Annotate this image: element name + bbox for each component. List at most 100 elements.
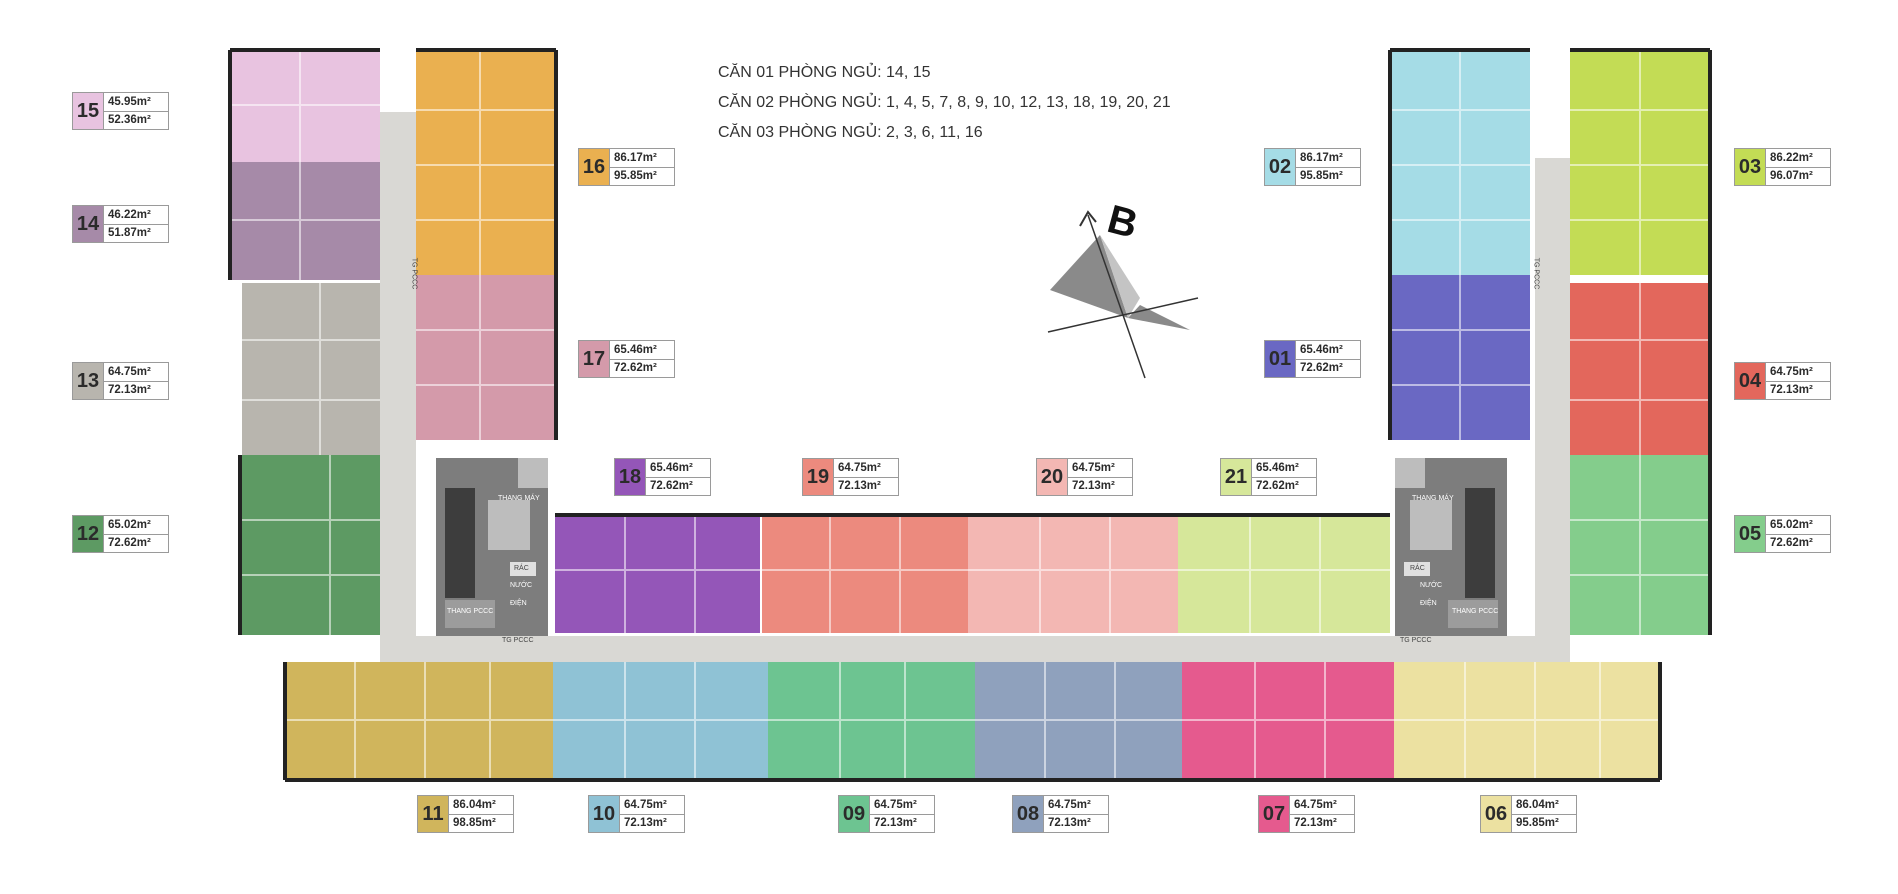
unit-number: 08	[1012, 795, 1044, 833]
unit-area-1: 86.04m²	[1516, 798, 1559, 811]
core-right-water-label: NƯỚC	[1420, 582, 1443, 589]
unit-number: 07	[1258, 795, 1290, 833]
core-right	[1395, 458, 1507, 636]
unit-area-1: 64.75m²	[1048, 798, 1091, 811]
unit-number: 02	[1264, 148, 1296, 186]
unit-area-1: 64.75m²	[108, 365, 151, 378]
unit-number: 13	[72, 362, 104, 400]
unit-label[interactable]: 04 64.75m² 72.13m²	[1734, 362, 1831, 400]
unit-21-block	[1178, 515, 1390, 633]
unit-area-1: 64.75m²	[1770, 365, 1813, 378]
unit-label[interactable]: 18 65.46m² 72.62m²	[614, 458, 711, 496]
corridors	[380, 112, 1570, 662]
unit-19-block	[762, 515, 968, 633]
unit-label[interactable]: 03 86.22m² 96.07m²	[1734, 148, 1831, 186]
interior-walls	[230, 50, 1710, 780]
unit-area-1: 46.22m²	[108, 208, 151, 221]
unit-area-2: 95.85m²	[610, 166, 674, 186]
unit-label[interactable]: 13 64.75m² 72.13m²	[72, 362, 169, 400]
core-right-elevator-label: THANG MÁY	[1412, 495, 1454, 502]
core-left-water-label: NƯỚC	[510, 582, 533, 589]
unit-label[interactable]: 01 65.46m² 72.62m²	[1264, 340, 1361, 378]
unit-area-2: 72.62m²	[104, 533, 168, 553]
unit-area-2: 52.36m²	[104, 110, 168, 130]
unit-area-1: 64.75m²	[1072, 461, 1115, 474]
legend-line-3: CĂN 03 PHÒNG NGỦ: 2, 3, 6, 11, 16	[718, 124, 983, 141]
core-left-side-label: TG PCCC	[410, 257, 418, 290]
unit-area-1: 65.02m²	[1770, 518, 1813, 531]
unit-number: 05	[1734, 515, 1766, 553]
core-right-trash-label: RÁC	[1410, 565, 1425, 572]
unit-number: 11	[417, 795, 449, 833]
unit-area-2: 72.13m²	[1044, 813, 1108, 833]
unit-area-2: 72.62m²	[1766, 533, 1830, 553]
unit-label[interactable]: 10 64.75m² 72.13m²	[588, 795, 685, 833]
unit-area-1: 65.02m²	[108, 518, 151, 531]
unit-area-2: 72.13m²	[1290, 813, 1354, 833]
unit-label[interactable]: 09 64.75m² 72.13m²	[838, 795, 935, 833]
unit-area-2: 72.13m²	[870, 813, 934, 833]
outer-walls	[228, 48, 1712, 782]
unit-area-2: 98.85m²	[449, 813, 513, 833]
unit-area-1: 86.04m²	[453, 798, 496, 811]
bedroom-legend: CĂN 01 PHÒNG NGỦ: 14, 15 CĂN 02 PHÒNG NG…	[718, 58, 1171, 148]
unit-label[interactable]: 07 64.75m² 72.13m²	[1258, 795, 1355, 833]
corridor-horizontal	[380, 636, 1570, 662]
unit-12-block	[240, 455, 380, 635]
unit-area-2: 72.13m²	[1766, 380, 1830, 400]
unit-label[interactable]: 14 46.22m² 51.87m²	[72, 205, 169, 243]
unit-area-1: 45.95m²	[108, 95, 151, 108]
corridor-right-vertical	[1535, 158, 1570, 658]
unit-label[interactable]: 17 65.46m² 72.62m²	[578, 340, 675, 378]
unit-area-1: 65.46m²	[1256, 461, 1299, 474]
unit-area-2: 72.13m²	[620, 813, 684, 833]
unit-label[interactable]: 02 86.17m² 95.85m²	[1264, 148, 1361, 186]
unit-label[interactable]: 06 86.04m² 95.85m²	[1480, 795, 1577, 833]
core-left	[436, 458, 548, 636]
unit-label[interactable]: 16 86.17m² 95.85m²	[578, 148, 675, 186]
unit-area-2: 72.13m²	[1068, 476, 1132, 496]
core-right-pccc-room-label: TG PCCC	[1400, 637, 1432, 644]
unit-13-block	[242, 283, 380, 455]
unit-number: 03	[1734, 148, 1766, 186]
unit-number: 09	[838, 795, 870, 833]
unit-area-1: 65.46m²	[1300, 343, 1343, 356]
unit-area-1: 65.46m²	[614, 343, 657, 356]
unit-area-1: 64.75m²	[874, 798, 917, 811]
unit-label[interactable]: 11 86.04m² 98.85m²	[417, 795, 514, 833]
unit-number: 20	[1036, 458, 1068, 496]
core-left-pccc-room-label: TG PCCC	[502, 637, 534, 644]
unit-number: 10	[588, 795, 620, 833]
unit-area-2: 72.62m²	[610, 358, 674, 378]
unit-area-1: 86.22m²	[1770, 151, 1813, 164]
unit-label[interactable]: 19 64.75m² 72.13m²	[802, 458, 899, 496]
unit-number: 01	[1264, 340, 1296, 378]
unit-label[interactable]: 05 65.02m² 72.62m²	[1734, 515, 1831, 553]
compass-icon	[1047, 210, 1199, 379]
core-left-elevator-label: THANG MÁY	[498, 495, 540, 502]
core-left-trash-label: RÁC	[514, 565, 529, 572]
unit-label[interactable]: 21 65.46m² 72.62m²	[1220, 458, 1317, 496]
unit-area-1: 64.75m²	[838, 461, 881, 474]
unit-area-2: 95.85m²	[1512, 813, 1576, 833]
unit-label[interactable]: 15 45.95m² 52.36m²	[72, 92, 169, 130]
unit-number: 12	[72, 515, 104, 553]
unit-label[interactable]: 20 64.75m² 72.13m²	[1036, 458, 1133, 496]
unit-area-1: 65.46m²	[650, 461, 693, 474]
unit-area-1: 86.17m²	[614, 151, 657, 164]
unit-label[interactable]: 12 65.02m² 72.62m²	[72, 515, 169, 553]
unit-number: 14	[72, 205, 104, 243]
unit-17-block	[416, 275, 556, 440]
unit-number: 18	[614, 458, 646, 496]
unit-number: 06	[1480, 795, 1512, 833]
unit-area-2: 72.62m²	[1296, 358, 1360, 378]
unit-18-block	[555, 515, 760, 633]
unit-16-block	[416, 50, 556, 275]
core-left-electric-label: ĐIỆN	[510, 600, 527, 607]
legend-line-1: CĂN 01 PHÒNG NGỦ: 14, 15	[718, 64, 931, 81]
unit-label[interactable]: 08 64.75m² 72.13m²	[1012, 795, 1109, 833]
unit-area-2: 95.85m²	[1296, 166, 1360, 186]
unit-area-2: 96.07m²	[1766, 166, 1830, 186]
unit-area-2: 72.13m²	[104, 380, 168, 400]
